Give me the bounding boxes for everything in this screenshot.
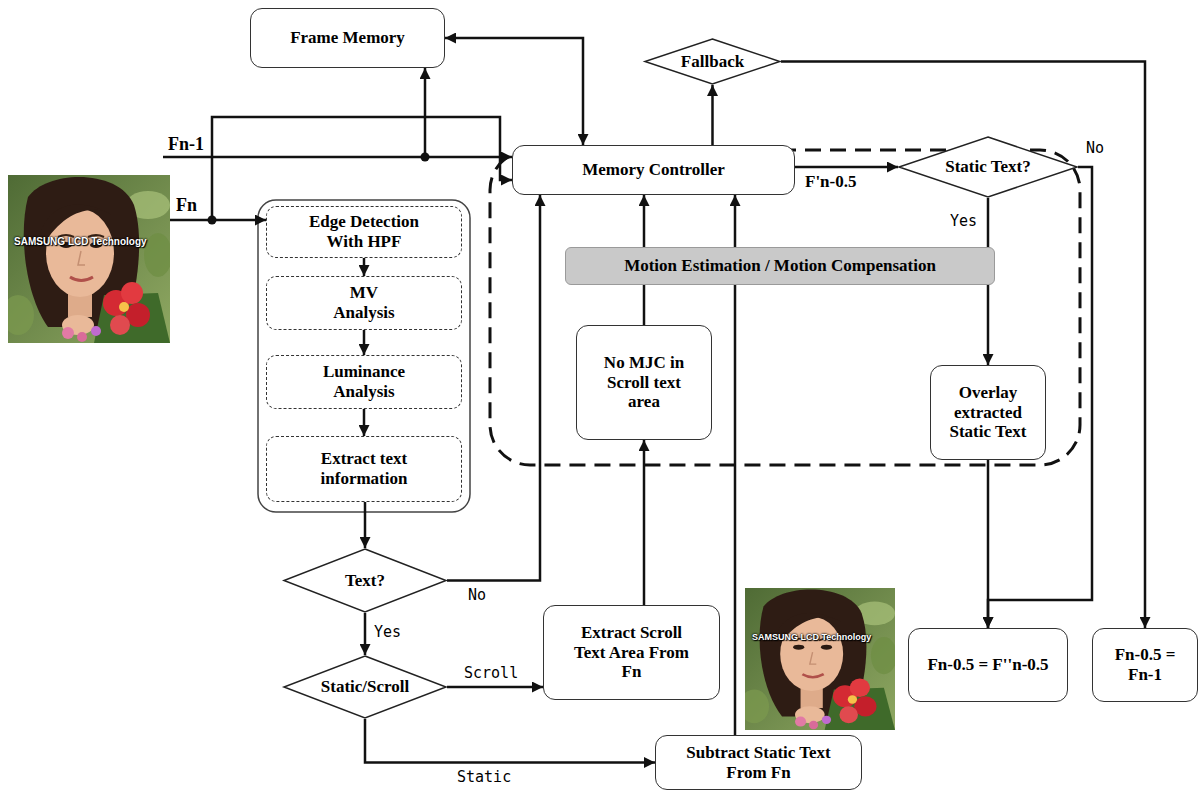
node-text: Luminance Analysis bbox=[317, 362, 412, 401]
input-line bbox=[170, 219, 266, 222]
memory-box: Frame Memory bbox=[250, 8, 445, 68]
process-band: Motion Estimation / Motion Compensation bbox=[565, 247, 995, 285]
decision-diamond: Fallback bbox=[644, 38, 781, 85]
junction-dot bbox=[208, 216, 217, 225]
edge-label: No bbox=[466, 586, 488, 604]
edge-label: Static bbox=[455, 768, 513, 786]
edge-label: No bbox=[1084, 139, 1106, 157]
node-text: Fn-0.5 = F''n-0.5 bbox=[927, 655, 1048, 675]
watermark-text: SAMSUNG LCD Technology bbox=[752, 632, 871, 642]
node-text: Text? bbox=[345, 571, 385, 591]
analysis-step: Extract text information bbox=[266, 436, 462, 502]
node-text: MV Analysis bbox=[324, 283, 404, 322]
input-line bbox=[424, 68, 427, 157]
decision-diamond: Text? bbox=[283, 548, 447, 613]
node-text: Memory Controller bbox=[582, 160, 725, 180]
connector-arrow bbox=[363, 258, 366, 276]
analysis-step: Edge Detection With HPF bbox=[266, 206, 462, 257]
signal-label: Fn-1 bbox=[168, 134, 204, 155]
node-text: Fallback bbox=[681, 52, 744, 72]
connector-arrow bbox=[795, 166, 898, 169]
connector-arrow bbox=[365, 719, 655, 763]
analysis-step: Luminance Analysis bbox=[266, 355, 462, 409]
connector-arrow bbox=[987, 460, 990, 628]
connector-arrow bbox=[363, 409, 366, 436]
node-text: No MJC in Scroll text area bbox=[592, 353, 696, 412]
connector-arrow bbox=[445, 38, 583, 145]
node-text: Extract Scroll Text Area From Fn bbox=[564, 623, 699, 682]
input-photo bbox=[2, 175, 172, 343]
node-text: Subtract Static Text From Fn bbox=[673, 743, 845, 782]
mc-region bbox=[490, 150, 1080, 465]
output-box: Fn-0.5 = Fn-1 bbox=[1092, 628, 1198, 702]
decision-diamond: Static Text? bbox=[898, 136, 1078, 198]
connector-arrow bbox=[711, 85, 714, 145]
node-text: Fn-0.5 = Fn-1 bbox=[1101, 645, 1189, 684]
analysis-container bbox=[258, 200, 470, 512]
node-text: Motion Estimation / Motion Compensation bbox=[624, 256, 936, 276]
process-box: No MJC in Scroll text area bbox=[576, 325, 712, 440]
node-text: Extract text information bbox=[314, 449, 414, 488]
edge-label: Yes bbox=[372, 623, 403, 641]
edge-label: F'n-0.5 bbox=[803, 172, 858, 192]
analysis-step: MV Analysis bbox=[266, 276, 462, 330]
connector-arrow bbox=[364, 613, 367, 655]
node-text: Edge Detection With HPF bbox=[299, 212, 429, 251]
connector-arrow bbox=[364, 502, 367, 548]
output-box: Fn-0.5 = F''n-0.5 bbox=[908, 628, 1068, 702]
junction-dot bbox=[421, 153, 430, 162]
node-text: Static Text? bbox=[945, 157, 1030, 177]
input-line bbox=[212, 117, 512, 220]
connector-arrow bbox=[643, 440, 646, 605]
edge-label: Yes bbox=[948, 212, 979, 230]
decision-diamond: Static/Scroll bbox=[283, 655, 447, 719]
process-box: Subtract Static Text From Fn bbox=[655, 735, 862, 790]
edge-label: Scroll bbox=[462, 664, 520, 682]
process-box: Extract Scroll Text Area From Fn bbox=[543, 605, 720, 700]
node-text: Frame Memory bbox=[290, 28, 405, 48]
output-photo bbox=[739, 588, 896, 730]
node-text: Static/Scroll bbox=[321, 677, 409, 697]
signal-label: Fn bbox=[176, 195, 197, 216]
watermark-text: SAMSUNG LCD Technology bbox=[14, 236, 147, 247]
connector-arrow bbox=[363, 330, 366, 355]
input-line bbox=[163, 156, 512, 159]
process-box: Overlay extracted Static Text bbox=[930, 365, 1046, 460]
node-text: Overlay extracted Static Text bbox=[940, 383, 1036, 442]
connector-arrow bbox=[447, 686, 543, 689]
connector-arrow bbox=[781, 62, 1145, 629]
controller-box: Memory Controller bbox=[512, 145, 795, 195]
